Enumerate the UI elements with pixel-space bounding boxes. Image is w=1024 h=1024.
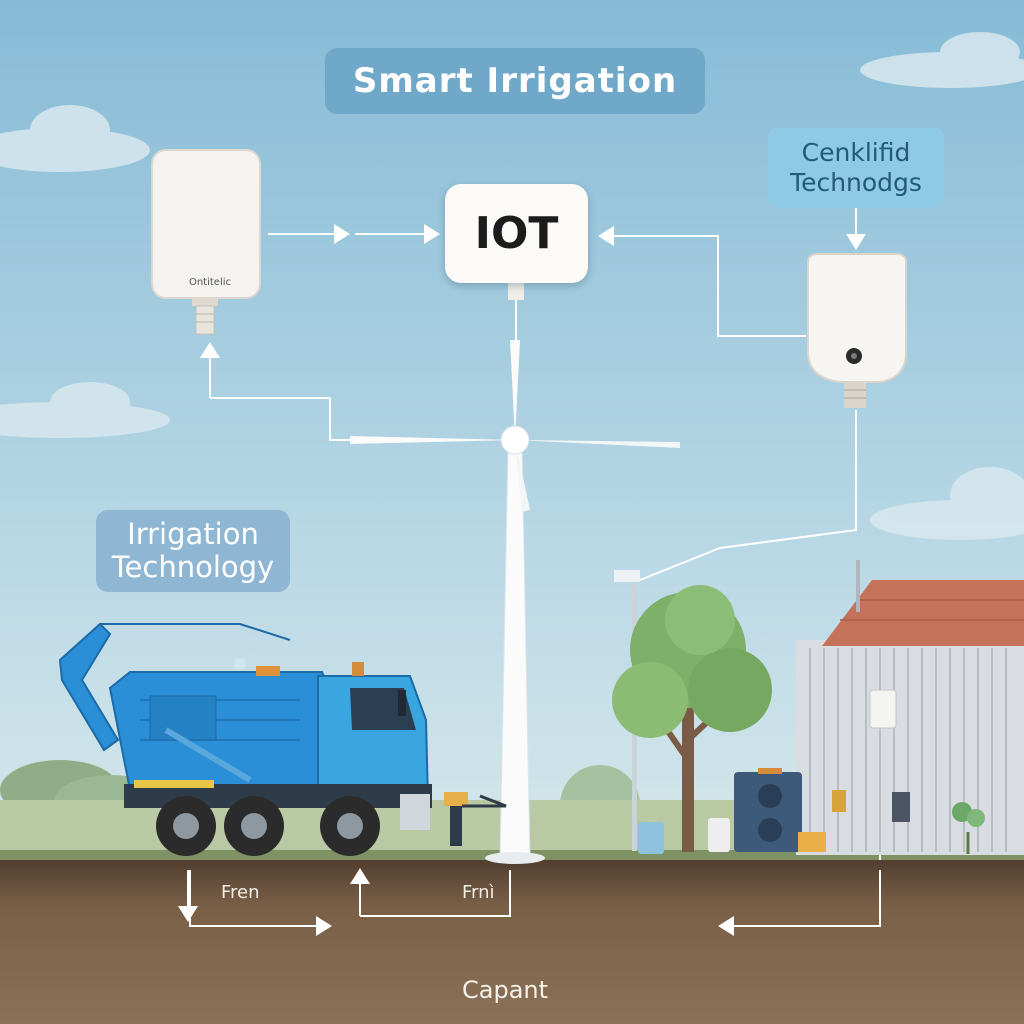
ground-label-left: Fren — [221, 882, 260, 903]
wind-turbine-icon — [350, 340, 680, 864]
tree-icon — [612, 585, 772, 852]
sensor-device-icon — [151, 149, 261, 335]
water-truck-icon — [58, 622, 507, 856]
cenk-line-2: Technodgs — [790, 168, 922, 197]
irrigation-line-1: Irrigation — [127, 517, 259, 551]
title-text: Smart Irrigation — [352, 61, 678, 101]
iot-label: IOT — [474, 208, 559, 259]
connector-camera-to-iot — [598, 226, 806, 337]
iot-hub-mount — [508, 282, 524, 300]
camera-sensor-icon — [807, 253, 907, 408]
ground — [0, 855, 1024, 1024]
ground-label-middle: Frnì — [462, 882, 495, 903]
clouds — [0, 32, 1024, 540]
connector-camera-to-lamp — [639, 410, 857, 581]
ground-label-bottom: Capant — [462, 976, 549, 1004]
sensor-device-label: Ontitelic — [188, 277, 232, 288]
irrigation-line-2: Technology — [111, 550, 275, 584]
title-box: Smart Irrigation — [325, 48, 705, 114]
connector-ground-right — [718, 870, 881, 936]
iot-hub-box: IOT — [445, 184, 588, 283]
cenk-technology-box: Cenklifid Technodgs — [768, 128, 944, 208]
cenk-line-1: Cenklifid — [801, 138, 911, 167]
farm-building-icon — [796, 560, 1024, 855]
solar-battery-icon — [638, 768, 826, 854]
plant-icon — [952, 802, 985, 854]
irrigation-technology-box: Irrigation Technology — [96, 510, 290, 592]
connector-ground-left — [189, 870, 332, 936]
